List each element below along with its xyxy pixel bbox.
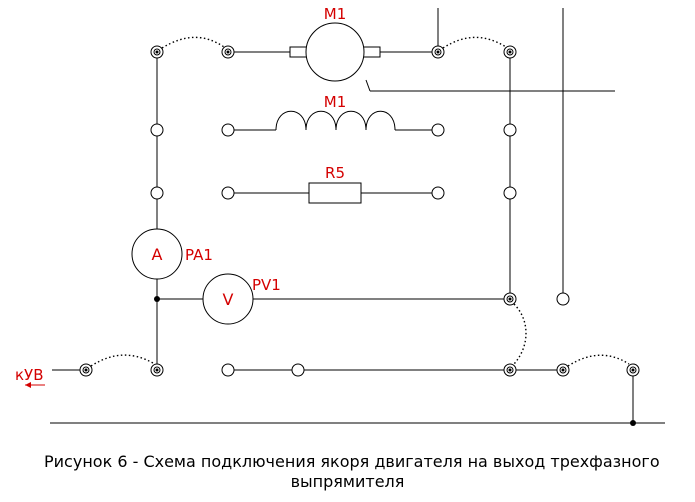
- terminal: [503, 123, 517, 137]
- motor-shaft: [361, 46, 381, 58]
- voltmeter-symbol: V: [223, 290, 234, 309]
- terminal: [503, 45, 517, 59]
- ammeter-symbol: A: [152, 245, 163, 264]
- terminal: [221, 363, 235, 377]
- input-arrow-icon: [25, 382, 45, 388]
- junction-dot: [630, 420, 636, 426]
- terminal: [79, 363, 93, 377]
- input-label: кУВ: [15, 366, 44, 384]
- terminal: [626, 363, 640, 377]
- terminal: [150, 123, 164, 137]
- caption-line-1: Рисунок 6 - Схема подключения якоря двиг…: [44, 452, 660, 471]
- terminal: [503, 363, 517, 377]
- winding-coil: [275, 110, 396, 131]
- junction-dot: [154, 296, 160, 302]
- wire: [365, 79, 371, 92]
- winding-label: M1: [324, 93, 347, 111]
- terminal: [503, 292, 517, 306]
- caption-line-2: выпрямителя: [290, 472, 405, 491]
- terminal: [150, 186, 164, 200]
- voltmeter-body: [202, 273, 254, 325]
- motor-body: [305, 22, 365, 82]
- caption: Рисунок 6 - Схема подключения якоря двиг…: [0, 452, 695, 502]
- resistor-body: [308, 182, 362, 204]
- jumper: [513, 303, 527, 365]
- jumper: [161, 36, 225, 49]
- motor-shaft: [289, 46, 309, 58]
- terminal: [431, 186, 445, 200]
- jumper: [90, 354, 154, 367]
- voltmeter-label: PV1: [252, 276, 281, 294]
- motor-label: M1: [324, 5, 347, 23]
- jumper: [442, 36, 507, 49]
- terminal: [150, 363, 164, 377]
- jumper: [567, 354, 630, 367]
- terminal: [221, 186, 235, 200]
- terminal: [503, 186, 517, 200]
- ammeter-label: PA1: [185, 246, 213, 264]
- terminal: [431, 45, 445, 59]
- terminal: [221, 45, 235, 59]
- terminal: [431, 123, 445, 137]
- terminal: [556, 363, 570, 377]
- terminal: [150, 45, 164, 59]
- terminal: [556, 292, 570, 306]
- terminal: [291, 363, 305, 377]
- terminal: [221, 123, 235, 137]
- ammeter-body: [131, 228, 183, 280]
- resistor-label: R5: [325, 164, 345, 182]
